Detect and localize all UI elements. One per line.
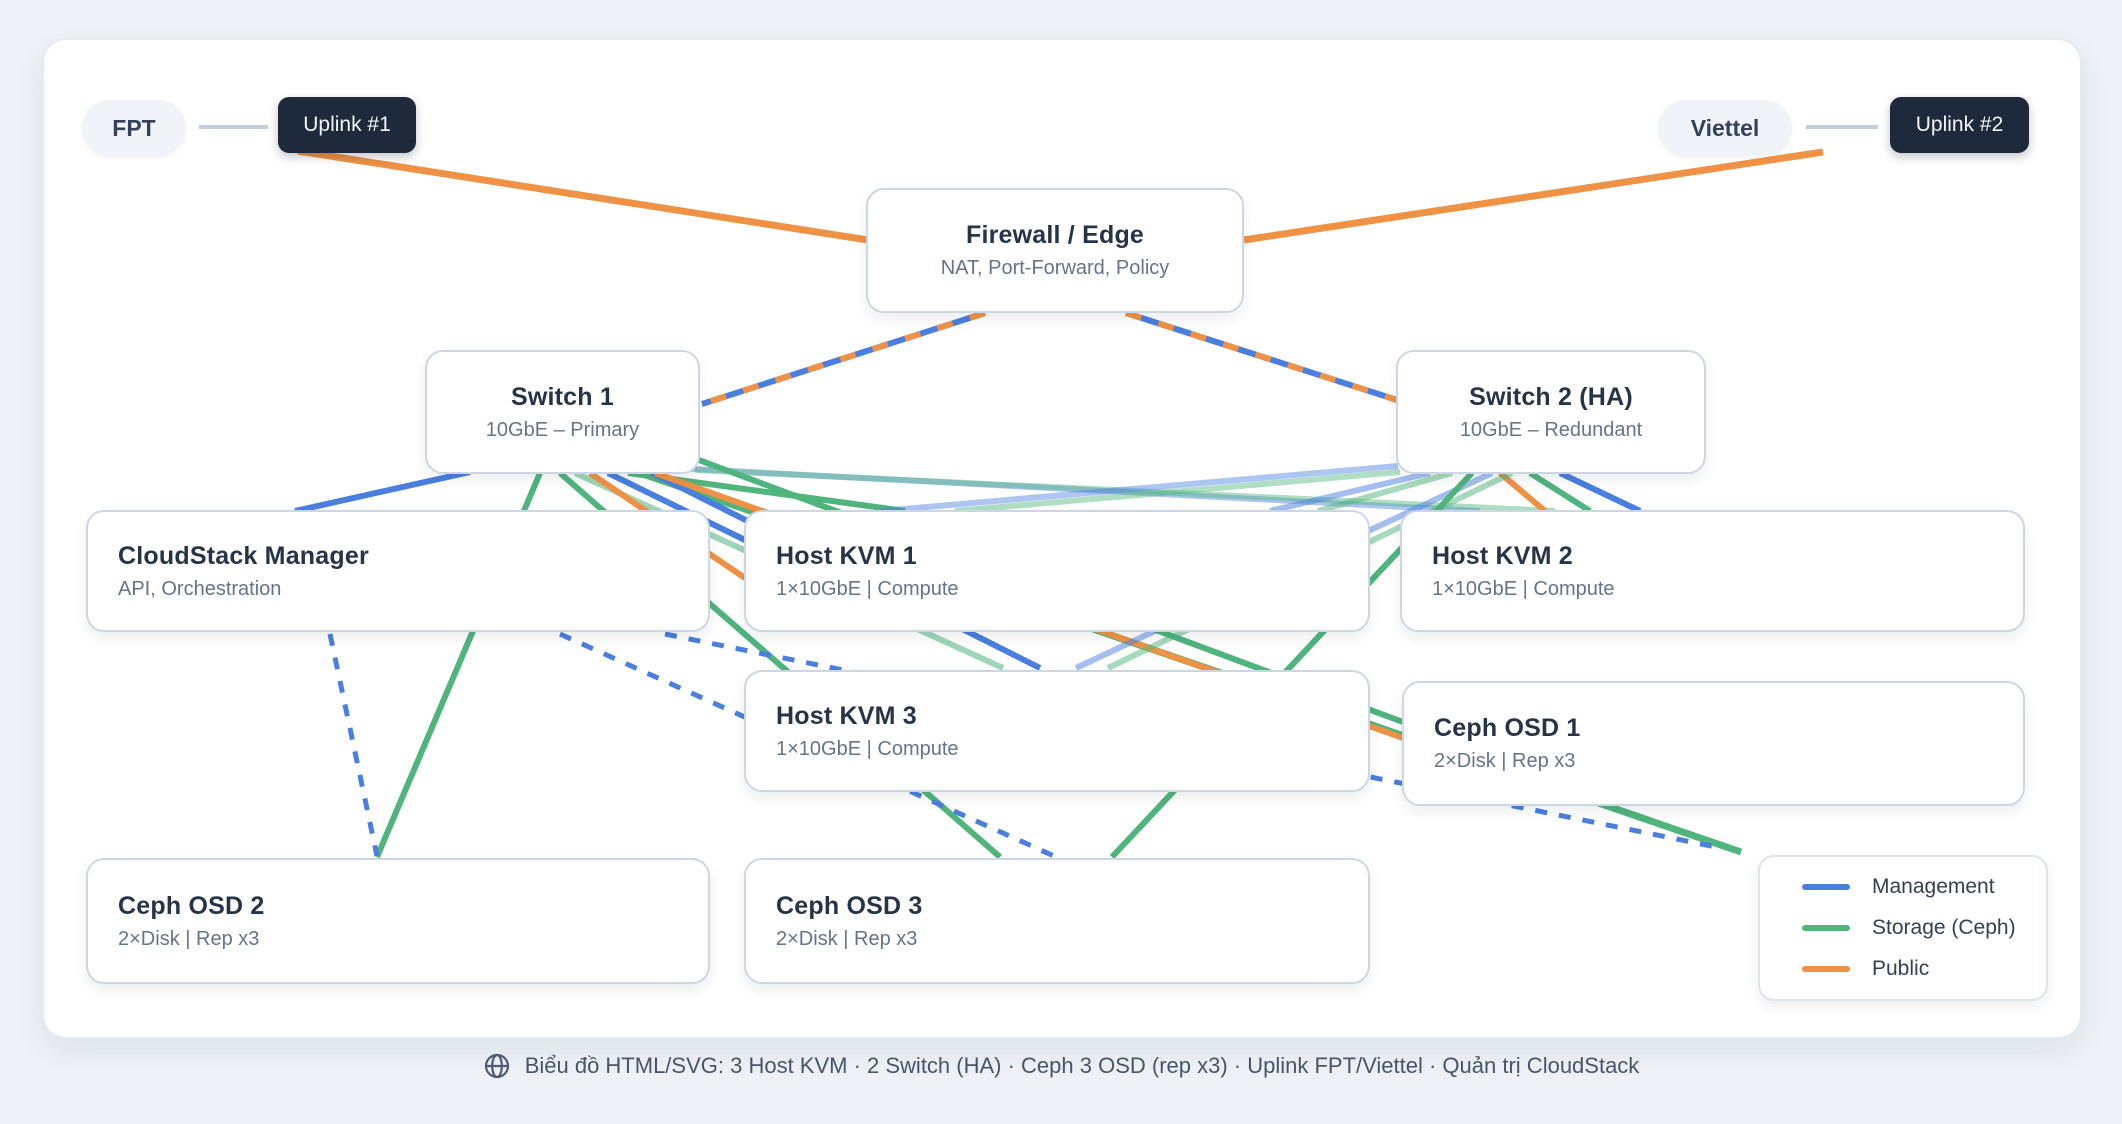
node-host-kvm3: Host KVM 3 1×10GbE | Compute <box>744 670 1370 792</box>
node-title: Host KVM 2 <box>1432 541 1573 570</box>
node-ceph-osd2: Ceph OSD 2 2×Disk | Rep x3 <box>86 858 710 984</box>
node-title: Host KVM 3 <box>776 701 917 730</box>
node-title: Ceph OSD 1 <box>1434 714 1581 742</box>
node-ceph-osd3: Ceph OSD 3 2×Disk | Rep x3 <box>744 858 1370 984</box>
node-firewall: Firewall / Edge NAT, Port-Forward, Polic… <box>866 188 1244 313</box>
node-subtitle: 2×Disk | Rep x3 <box>776 927 918 950</box>
node-subtitle: 1×10GbE | Compute <box>776 737 959 760</box>
caption: Biểu đồ HTML/SVG: 3 Host KVM · 2 Switch … <box>0 1052 2122 1080</box>
uplink1-label: Uplink #1 <box>303 113 391 136</box>
provider-pill-fpt: FPT <box>82 100 186 156</box>
node-title: Ceph OSD 2 <box>118 891 265 920</box>
legend-label: Management <box>1872 875 1995 898</box>
node-cloudstack-manager: CloudStack Manager API, Orchestration <box>86 510 710 632</box>
node-title: Ceph OSD 3 <box>776 891 923 920</box>
legend-item-storage: Storage (Ceph) <box>1802 916 2046 940</box>
node-subtitle: 2×Disk | Rep x3 <box>1434 750 1576 772</box>
legend-item-management: Management <box>1802 875 2046 899</box>
node-title: CloudStack Manager <box>118 541 369 570</box>
node-subtitle: API, Orchestration <box>118 577 282 600</box>
legend-item-public: Public <box>1802 957 2046 981</box>
node-host-kvm2: Host KVM 2 1×10GbE | Compute <box>1400 510 2025 632</box>
node-host-kvm1: Host KVM 1 1×10GbE | Compute <box>744 510 1370 632</box>
legend: Management Storage (Ceph) Public <box>1758 855 2048 1001</box>
node-subtitle: 10GbE – Redundant <box>1459 418 1643 441</box>
uplink2-badge: Uplink #2 <box>1890 97 2029 153</box>
legend-label: Public <box>1872 957 1930 980</box>
node-subtitle: 1×10GbE | Compute <box>1432 577 1615 600</box>
node-subtitle: 10GbE – Primary <box>485 418 640 441</box>
caption-text: Biểu đồ HTML/SVG: 3 Host KVM · 2 Switch … <box>524 1053 1640 1078</box>
legend-label: Storage (Ceph) <box>1872 916 2016 939</box>
globe-icon <box>484 1053 509 1079</box>
node-subtitle: NAT, Port-Forward, Policy <box>940 257 1170 279</box>
storage-line-swatch <box>1802 925 1850 931</box>
public-line-swatch <box>1802 966 1850 972</box>
uplink2-label: Uplink #2 <box>1915 113 2004 136</box>
node-ceph-osd1: Ceph OSD 1 2×Disk | Rep x3 <box>1402 681 2025 806</box>
node-subtitle: 2×Disk | Rep x3 <box>118 927 260 950</box>
node-switch2: Switch 2 (HA) 10GbE – Redundant <box>1396 350 1706 474</box>
node-title: Firewall / Edge <box>965 221 1145 249</box>
node-title: Host KVM 1 <box>776 541 917 570</box>
provider-pill-viettel: Viettel <box>1658 100 1792 156</box>
uplink1-badge: Uplink #1 <box>278 97 416 153</box>
provider-label: FPT <box>112 114 156 141</box>
management-line-swatch <box>1802 884 1850 890</box>
node-subtitle: 1×10GbE | Compute <box>776 577 959 600</box>
provider-label: Viettel <box>1690 114 1760 141</box>
node-title: Switch 1 <box>510 382 615 411</box>
node-title: Switch 2 (HA) <box>1469 382 1633 411</box>
node-switch1: Switch 1 10GbE – Primary <box>425 350 700 474</box>
